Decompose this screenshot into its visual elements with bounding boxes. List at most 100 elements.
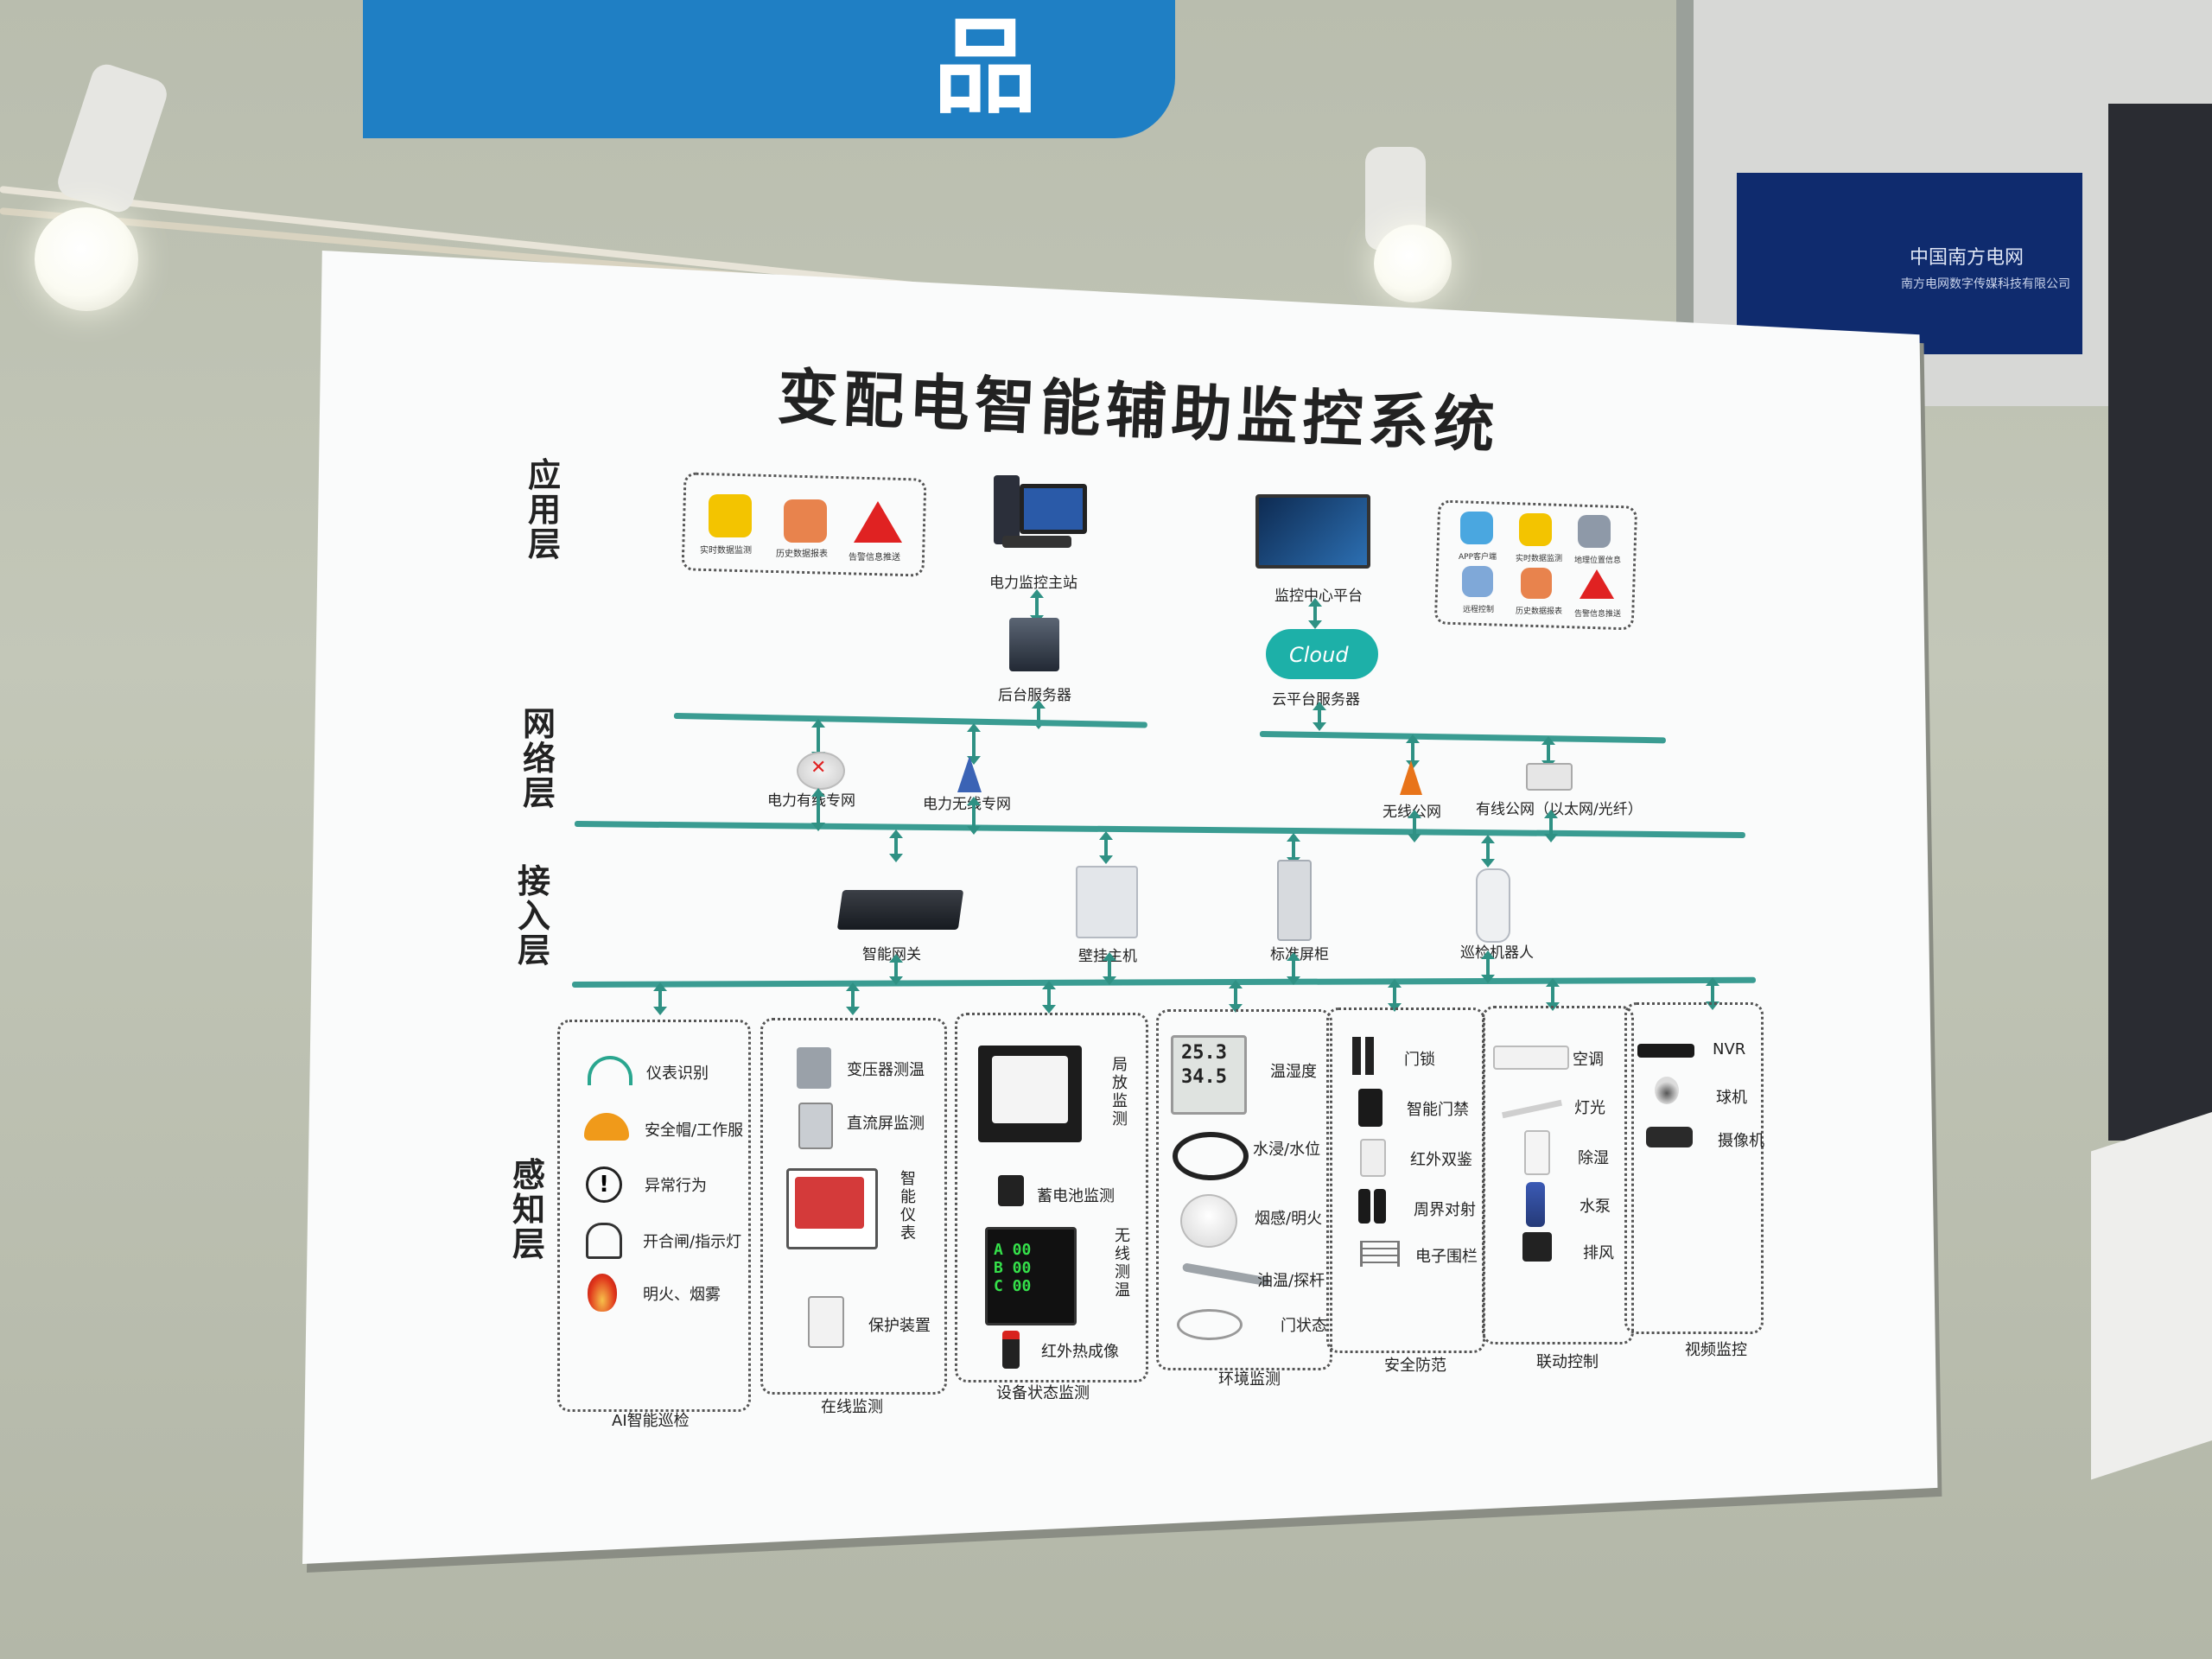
- pie-chart-icon: [1521, 568, 1552, 599]
- sign-name: 中国南方电网: [1910, 247, 2024, 269]
- switch-icon: [1526, 763, 1573, 791]
- nvr-icon: [1637, 1044, 1694, 1058]
- dome-camera-icon: [1655, 1077, 1679, 1104]
- ai-item-5: 明火、烟雾: [643, 1286, 721, 1304]
- monitor-center-screen-icon: [1255, 494, 1370, 569]
- sensor-group-online-label: 在线监测: [821, 1398, 883, 1416]
- robot-device-icon: [1476, 868, 1510, 943]
- booth-pole: [1676, 0, 1694, 415]
- link-arrow: [1030, 589, 1044, 624]
- layer-label-access: 接入层: [517, 862, 550, 969]
- app-client-icon: [1460, 512, 1493, 544]
- gauge-icon: [588, 1056, 632, 1085]
- banner-text: 品: [933, 8, 1046, 128]
- spotlight-bulb: [35, 207, 138, 311]
- door-lock-icon: [1352, 1037, 1361, 1075]
- node-wired-public-net: 有线公网（以太网/光纤）: [1476, 801, 1643, 818]
- dark-booth-edge: [2108, 104, 2212, 1141]
- online-item-1: 变压器测温: [847, 1061, 925, 1079]
- air-conditioner-icon: [1493, 1046, 1569, 1070]
- env-item-2: 水浸/水位: [1253, 1141, 1321, 1159]
- link-arrow: [811, 788, 825, 831]
- equip-item-2: 蓄电池监测: [1037, 1187, 1115, 1205]
- node-wired-private-net: 电力有线专网: [767, 792, 855, 810]
- pc-monitor-icon: [1020, 484, 1087, 534]
- smoke-detector-icon: [1180, 1194, 1237, 1248]
- temp-humidity-sensor-icon: [1171, 1035, 1247, 1115]
- security-item-4: 周界对射: [1414, 1201, 1476, 1219]
- link-arrow: [1406, 734, 1420, 769]
- sensor-group-equip: [955, 1013, 1148, 1382]
- cabinet-device-icon: [1277, 860, 1312, 941]
- ai-item-4: 开合闸/指示灯: [643, 1233, 742, 1251]
- cloud-icon: [1266, 629, 1378, 679]
- equip-item-1: 局放监测: [1112, 1056, 1128, 1128]
- monitor-chart-icon: [1519, 513, 1552, 546]
- dc-panel-icon: [798, 1103, 833, 1149]
- link-arrow: [1481, 835, 1495, 868]
- beam-sensor-icon: [1358, 1189, 1370, 1224]
- cloud-text: Cloud: [1289, 643, 1349, 667]
- linkage-item-4: 水泵: [1580, 1198, 1611, 1216]
- linkage-item-5: 排风: [1583, 1244, 1614, 1262]
- link-arrow: [1481, 950, 1495, 983]
- sensor-group-online: [760, 1018, 947, 1395]
- remote-control-icon: [1462, 566, 1493, 597]
- app-left-label-1: 实时数据监测: [700, 546, 752, 556]
- video-item-3: 摄像机: [1718, 1132, 1764, 1150]
- app-right-label-1: APP客户端: [1459, 553, 1497, 562]
- link-arrow: [653, 982, 667, 1015]
- link-arrow: [1544, 810, 1558, 842]
- humidity-reading: 34.5: [1181, 1066, 1227, 1088]
- layer-label-app: 应用层: [527, 456, 561, 563]
- equip-item-3: 无线测温: [1115, 1227, 1130, 1300]
- server-icon: [1009, 618, 1059, 671]
- sensor-group-linkage: [1482, 1006, 1634, 1344]
- security-item-1: 门锁: [1404, 1051, 1435, 1069]
- link-arrow: [846, 982, 860, 1015]
- temp-reading: 25.3: [1181, 1042, 1227, 1064]
- water-pump-icon: [1526, 1182, 1545, 1227]
- ai-item-1: 仪表识别: [646, 1065, 709, 1083]
- sensor-group-ai: [557, 1020, 751, 1412]
- link-arrow: [1546, 978, 1560, 1011]
- link-arrow: [1042, 981, 1056, 1014]
- map-pin-icon: [1578, 515, 1611, 548]
- env-item-1: 温湿度: [1270, 1063, 1317, 1081]
- node-monitor-center: 监控中心平台: [1274, 588, 1363, 605]
- protection-device-icon: [808, 1296, 844, 1348]
- monitor-chart-icon: [709, 494, 752, 537]
- node-master-station: 电力监控主站: [989, 575, 1077, 592]
- env-item-4: 油温/探杆: [1257, 1272, 1325, 1290]
- link-arrow: [1308, 598, 1322, 629]
- transformer-icon: [797, 1047, 831, 1089]
- link-arrow: [1313, 702, 1326, 731]
- pie-chart-icon: [784, 499, 827, 543]
- sensor-group-env: [1156, 1009, 1332, 1370]
- online-item-2: 直流屏监测: [847, 1115, 925, 1133]
- link-arrow: [1099, 831, 1113, 864]
- blue-banner: [363, 0, 1175, 138]
- ai-item-3: 异常行为: [645, 1177, 707, 1195]
- infrared-detector-icon: [1360, 1139, 1386, 1177]
- gateway-device-icon: [836, 890, 964, 930]
- exclamation-icon: !: [586, 1166, 622, 1203]
- sensor-group-linkage-label: 联动控制: [1536, 1353, 1599, 1371]
- link-arrow: [967, 797, 981, 835]
- indicator-lamp-icon: [586, 1223, 622, 1259]
- security-item-2: 智能门禁: [1407, 1101, 1469, 1119]
- water-leak-sensor-icon: [1173, 1132, 1249, 1180]
- video-item-2: 球机: [1716, 1089, 1747, 1107]
- router-icon: [797, 752, 845, 790]
- linkage-item-1: 空调: [1573, 1051, 1604, 1069]
- battery-monitor-icon: [998, 1175, 1024, 1206]
- router-cross-icon: ✕: [810, 757, 827, 779]
- sign-board: [1737, 173, 2082, 354]
- app-right-label-6: 告警信息推送: [1574, 610, 1622, 619]
- link-arrow: [889, 830, 903, 862]
- link-arrow: [1229, 980, 1243, 1013]
- sensor-group-video-label: 视频监控: [1685, 1341, 1747, 1359]
- online-item-4: 保护装置: [868, 1317, 931, 1335]
- online-item-3: 智能仪表: [900, 1170, 916, 1243]
